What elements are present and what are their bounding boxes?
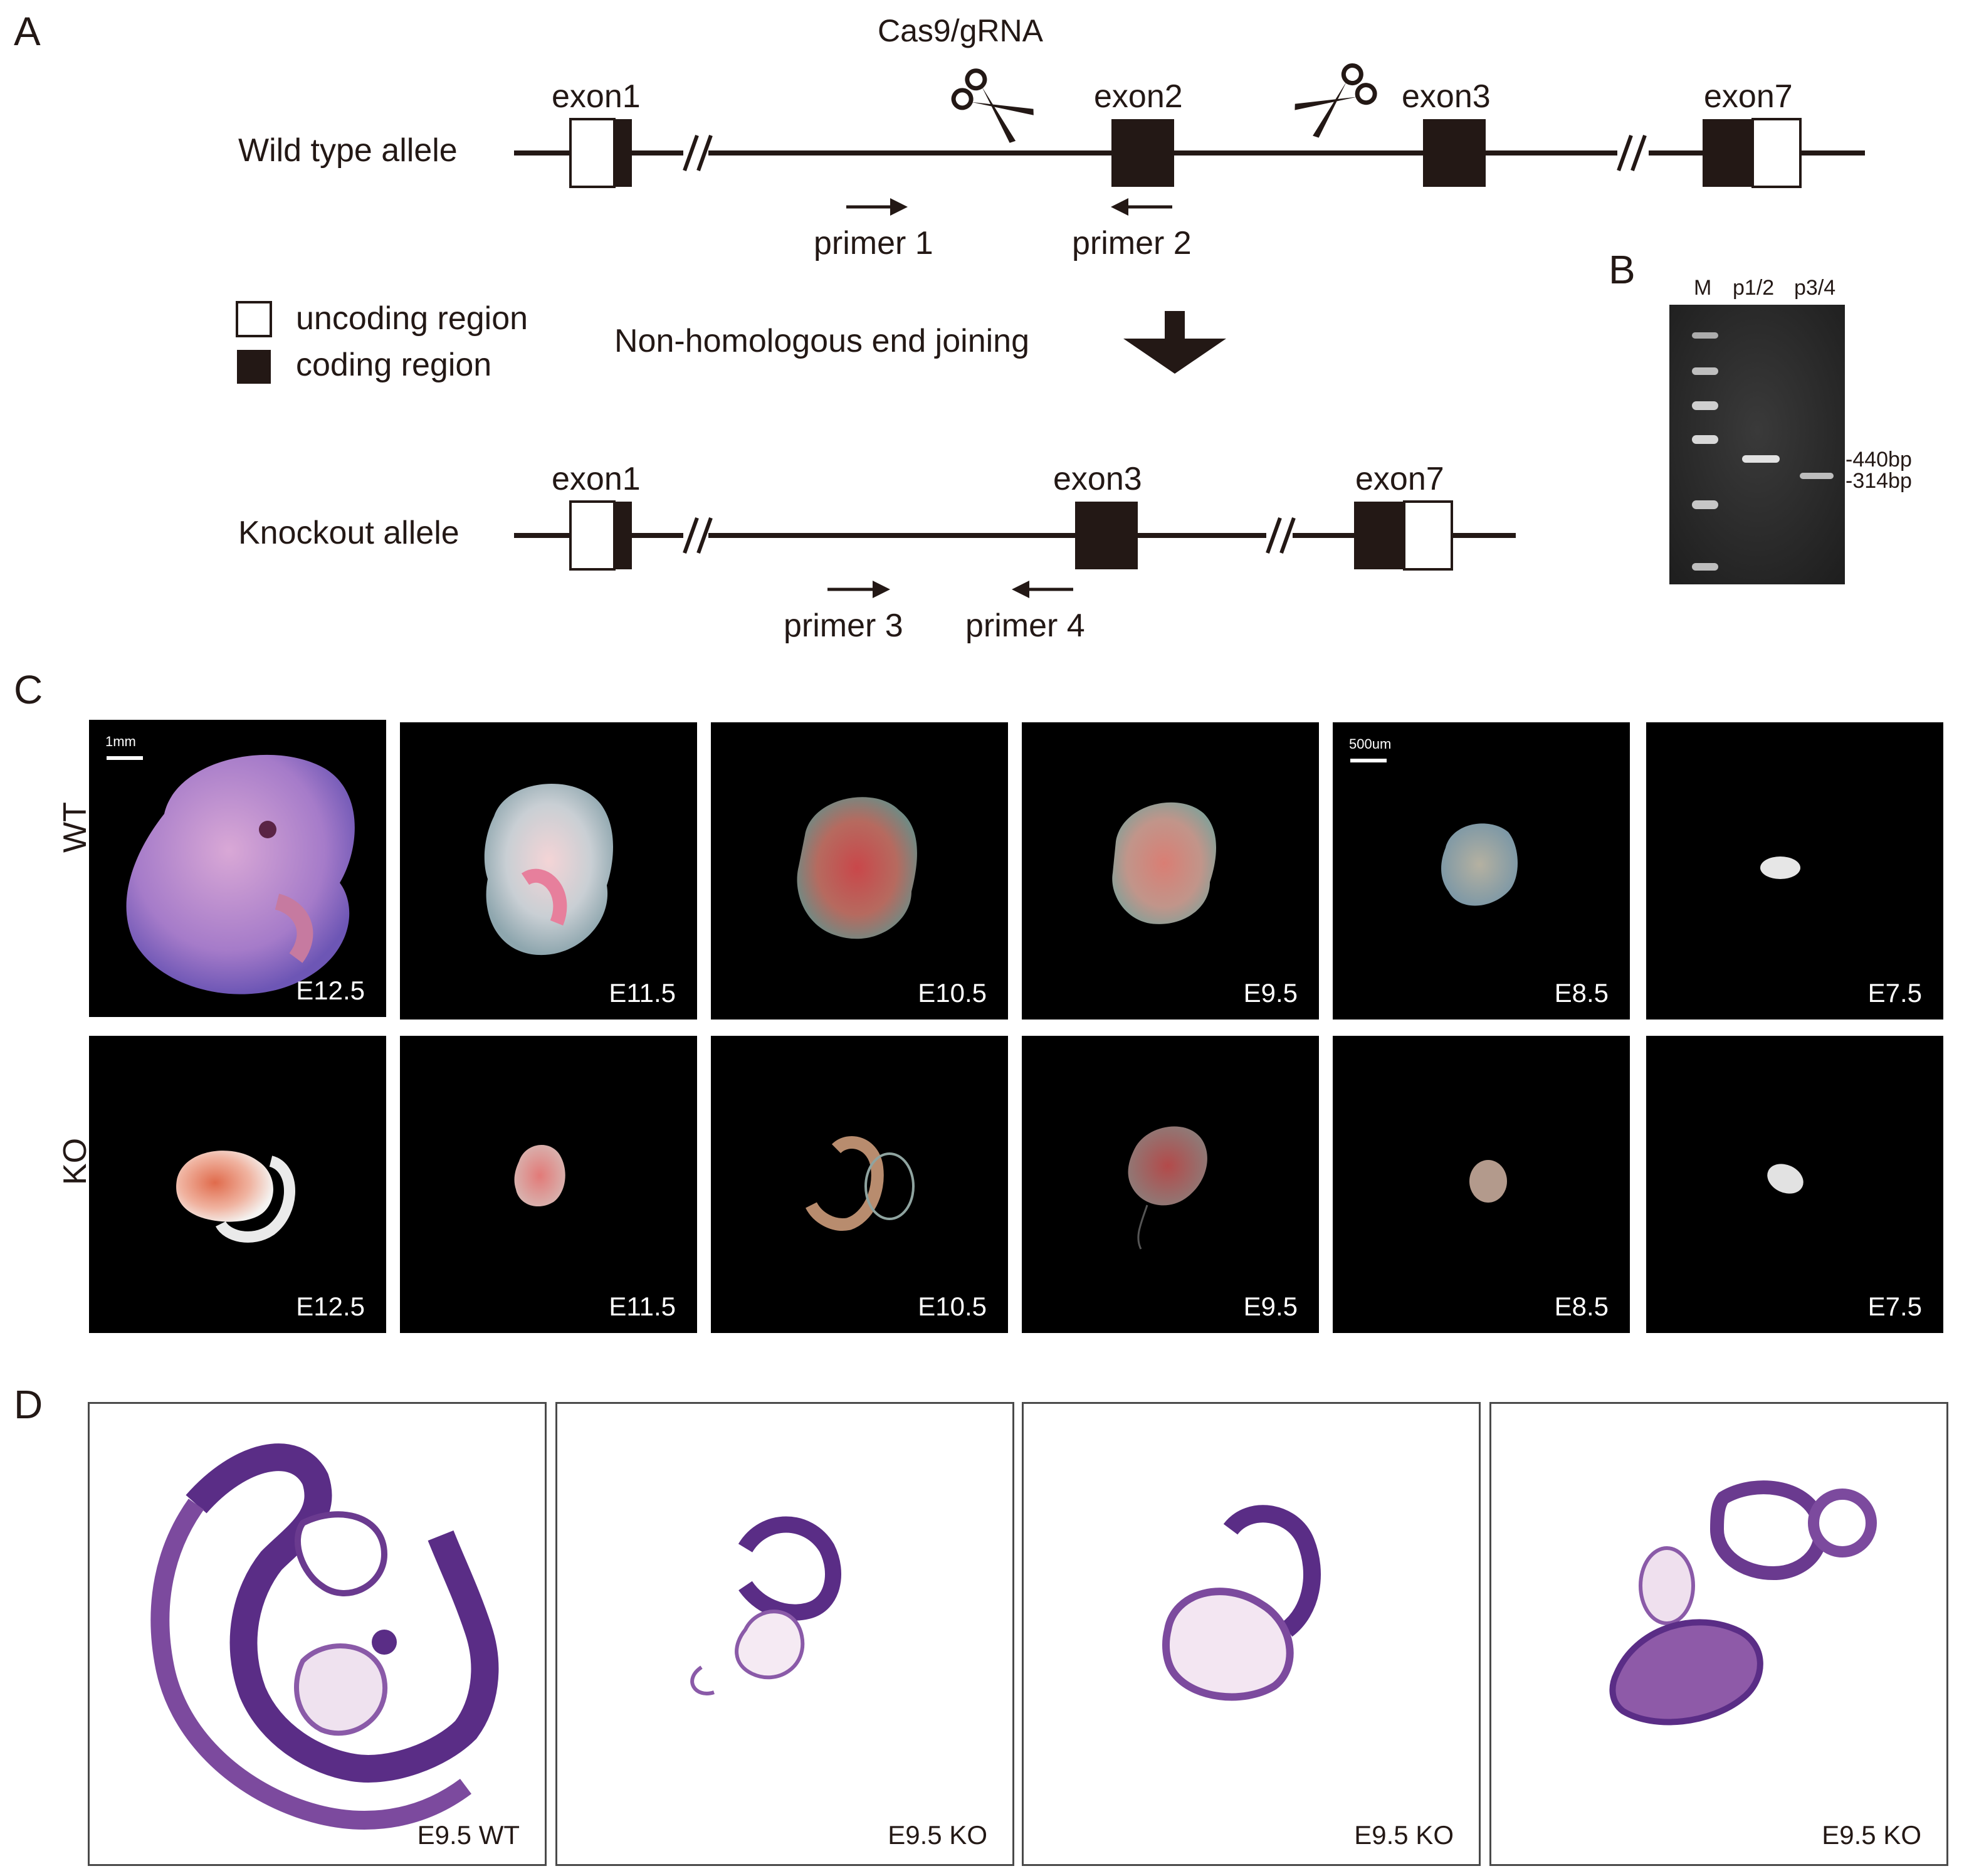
scalebar-label: 500um (1349, 736, 1392, 752)
histology-ko-1: E9.5 KO (555, 1402, 1014, 1866)
gene-schematic (236, 63, 1865, 598)
panel-label-d: D (14, 1382, 43, 1427)
ko-exon1-coding (614, 502, 632, 569)
photo-ko-e8-5: E8.5 (1333, 1036, 1630, 1333)
band-314bp-label: -314bp (1846, 469, 1912, 493)
primer-2-label: primer 2 (1072, 225, 1192, 261)
stage-label: E12.5 (296, 976, 365, 1005)
ko-exon1-uncoding (569, 500, 616, 571)
histology-caption: E9.5 KO (1822, 1820, 1921, 1850)
stage-label: E7.5 (1867, 1292, 1922, 1321)
wt-exon7-label: exon7 (1704, 78, 1793, 115)
wt-exon1-label: exon1 (552, 78, 641, 115)
gel-lane-p34: p3/4 (1794, 276, 1836, 300)
scissors-icon (951, 68, 1034, 143)
legend-coding-label: coding region (296, 347, 492, 383)
primer-3-label: primer 3 (784, 608, 903, 644)
wt-exon1-uncoding (569, 118, 616, 188)
histology-caption: E9.5 KO (888, 1820, 987, 1850)
wt-allele-line (514, 134, 1865, 172)
primer-4-arrow (1012, 581, 1073, 598)
scalebar (1350, 759, 1387, 762)
band-440bp (1742, 455, 1780, 463)
wt-exon3 (1423, 119, 1486, 187)
histology-caption: E9.5 WT (417, 1820, 520, 1850)
histology-ko-3: E9.5 KO (1489, 1402, 1948, 1866)
primer-3-arrow (827, 581, 890, 598)
photo-wt-e9-5: E9.5 (1022, 722, 1319, 1020)
stage-label: E10.5 (918, 978, 987, 1008)
photo-wt-e12-5: 1mm E12.5 (89, 720, 386, 1017)
photo-ko-e7-5: E7.5 (1646, 1036, 1943, 1333)
wt-exon3-label: exon3 (1402, 78, 1491, 115)
gel-lane-m: M (1694, 276, 1712, 300)
scissors-icon (1294, 63, 1377, 138)
photo-ko-e11-5: E11.5 (400, 1036, 697, 1333)
photo-ko-e9-5: E9.5 (1022, 1036, 1319, 1333)
panel-label-c: C (14, 667, 43, 712)
band-314bp (1800, 473, 1834, 479)
ko-exon7-uncoding (1403, 500, 1453, 571)
ko-exon3-label: exon3 (1053, 461, 1142, 497)
scalebar (107, 756, 143, 760)
down-arrow-icon (1123, 311, 1226, 374)
histology-caption: E9.5 KO (1354, 1820, 1454, 1850)
marker-ladder (1692, 332, 1718, 571)
stage-label: E12.5 (296, 1292, 365, 1321)
primer-1-label: primer 1 (814, 225, 933, 261)
cas9-label: Cas9/gRNA (878, 13, 1043, 48)
gel-lane-p12: p1/2 (1733, 276, 1775, 300)
nhej-label: Non-homologous end joining (614, 323, 1030, 359)
photo-wt-e7-5: E7.5 (1646, 722, 1943, 1020)
photo-wt-e8-5: 500um E8.5 (1333, 722, 1630, 1020)
panel-label-a: A (14, 9, 41, 54)
ko-exon3 (1075, 502, 1138, 569)
wt-exon7-uncoding (1751, 118, 1802, 188)
stage-label: E7.5 (1867, 978, 1922, 1008)
ko-exon7-coding (1354, 502, 1404, 569)
legend-uncoding-swatch (236, 301, 272, 337)
stage-label: E8.5 (1554, 978, 1609, 1008)
photo-ko-e12-5: E12.5 (89, 1036, 386, 1333)
row-label-ko: KO (57, 1137, 93, 1185)
stage-label: E9.5 (1243, 1292, 1298, 1321)
photo-ko-e10-5: E10.5 (711, 1036, 1008, 1333)
wt-exon2 (1111, 119, 1174, 187)
gel-image (1669, 305, 1845, 584)
stage-label: E11.5 (609, 978, 676, 1008)
histology-ko-2: E9.5 KO (1022, 1402, 1481, 1866)
primer-2-arrow (1111, 198, 1172, 216)
histology-wt: E9.5 WT (88, 1402, 547, 1866)
wt-allele-label: Wild type allele (238, 132, 458, 169)
stage-label: E10.5 (918, 1292, 987, 1321)
photo-wt-e11-5: E11.5 (400, 722, 697, 1020)
stage-label: E8.5 (1554, 1292, 1609, 1321)
primer-1-arrow (846, 198, 908, 216)
panel-label-b: B (1609, 247, 1636, 292)
band-440bp-label: -440bp (1846, 448, 1912, 472)
primer-4-label: primer 4 (965, 608, 1085, 644)
photo-wt-e10-5: E10.5 (711, 722, 1008, 1020)
legend-coding-swatch (237, 350, 271, 384)
scalebar-label: 1mm (105, 734, 136, 749)
ko-exon7-label: exon7 (1355, 461, 1444, 497)
row-label-wt: WT (57, 802, 93, 853)
ko-allele-label: Knockout allele (238, 515, 459, 551)
wt-exon7-coding (1703, 119, 1753, 187)
stage-label: E9.5 (1243, 978, 1298, 1008)
wt-exon1-coding (614, 119, 632, 187)
stage-label: E11.5 (609, 1292, 676, 1321)
ko-exon1-label: exon1 (552, 461, 641, 497)
legend-uncoding-label: uncoding region (296, 300, 528, 337)
wt-exon2-label: exon2 (1094, 78, 1183, 115)
